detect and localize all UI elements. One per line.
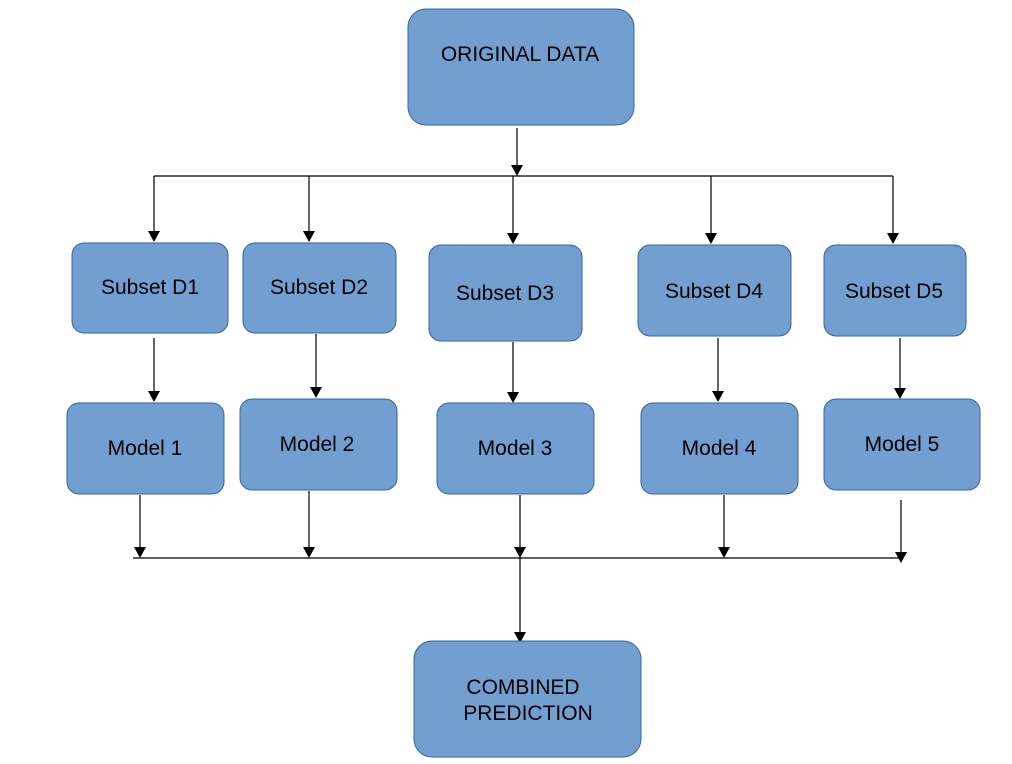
node-model-3-box xyxy=(436,402,595,495)
arrowhead-subset-4 xyxy=(705,233,717,244)
node-model-5-box xyxy=(823,398,981,491)
node-subset-d3-label: Subset D3 xyxy=(456,282,554,305)
node-model-2: Model 2 xyxy=(239,398,398,491)
arrowhead-model-3 xyxy=(507,392,519,403)
arrowhead-subset-1 xyxy=(148,231,160,242)
arrowhead-merge-3 xyxy=(514,547,526,558)
node-subset-d5-box xyxy=(823,244,967,337)
subset-nodes: Subset D1 Subset D2 Subset D3 Subset D4 … xyxy=(71,242,967,342)
node-model-3: Model 3 xyxy=(436,402,595,495)
node-model-1-box xyxy=(66,402,225,495)
arrowhead-model-5 xyxy=(894,388,906,399)
node-model-3-label: Model 3 xyxy=(478,437,553,460)
node-subset-d4-label: Subset D4 xyxy=(665,280,763,303)
node-model-2-label: Model 2 xyxy=(280,433,355,456)
node-subset-d1-box xyxy=(71,242,229,334)
arrowhead-subset-2 xyxy=(303,231,315,242)
node-model-1-label: Model 1 xyxy=(108,437,183,460)
node-model-4-label: Model 4 xyxy=(682,437,757,460)
node-original-data-label: ORIGINAL DATA xyxy=(441,43,599,66)
node-model-4: Model 4 xyxy=(640,402,799,495)
node-subset-d2-box xyxy=(242,242,397,334)
arrowhead-root xyxy=(511,165,523,176)
arrowhead-merge-4 xyxy=(718,547,730,558)
arrowhead-merge-2 xyxy=(303,547,315,558)
node-combined-prediction-box xyxy=(413,640,642,758)
node-model-1: Model 1 xyxy=(66,402,225,495)
arrowhead-subset-5 xyxy=(887,233,899,244)
node-subset-d4-box xyxy=(637,244,792,337)
node-subset-d2-label: Subset D2 xyxy=(270,276,368,299)
arrowhead-model-2 xyxy=(310,387,322,398)
node-subset-d1-label: Subset D1 xyxy=(101,276,199,299)
node-combined-prediction-label-line2: PREDICTION xyxy=(463,702,593,725)
node-combined-prediction-label-line1: COMBINED xyxy=(466,676,579,699)
node-model-5-label: Model 5 xyxy=(865,433,940,456)
model-nodes: Model 1 Model 2 Model 3 Model 4 Model 5 xyxy=(66,398,981,495)
arrowhead-model-4 xyxy=(712,391,724,402)
node-model-2-box xyxy=(239,398,398,491)
arrowhead-subset-3 xyxy=(507,233,519,244)
node-subset-d5-label: Subset D5 xyxy=(845,280,943,303)
arrowhead-output xyxy=(514,632,526,643)
node-subset-d1: Subset D1 xyxy=(71,242,229,334)
node-subset-d2: Subset D2 xyxy=(242,242,397,334)
node-subset-d4: Subset D4 xyxy=(637,244,792,337)
connectors xyxy=(133,128,907,643)
arrowhead-model-1 xyxy=(148,391,160,402)
node-original-data-box xyxy=(407,8,635,126)
node-subset-d3: Subset D3 xyxy=(428,244,583,342)
node-subset-d5: Subset D5 xyxy=(823,244,967,337)
node-original-data: ORIGINAL DATA xyxy=(407,8,635,126)
node-subset-d3-box xyxy=(428,244,583,342)
node-model-4-box xyxy=(640,402,799,495)
node-model-5: Model 5 xyxy=(823,398,981,491)
node-combined-prediction: COMBINED PREDICTION xyxy=(413,640,642,758)
arrowhead-merge-1 xyxy=(134,547,146,558)
